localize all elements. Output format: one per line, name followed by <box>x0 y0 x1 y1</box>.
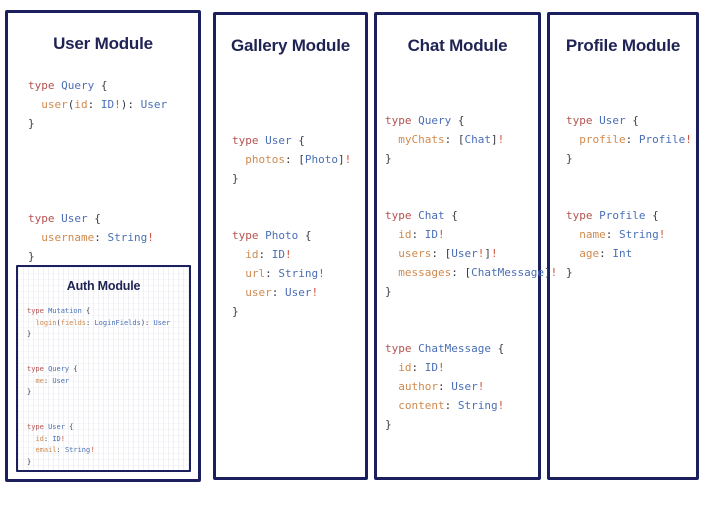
module-title-chat: Chat Module <box>407 36 508 55</box>
module-panel-auth[interactable]: Auth Module type Mutation { login(fields… <box>16 265 191 472</box>
schema-code-profile: type User { profile: Profile! } type Pro… <box>566 114 692 279</box>
schema-code-gallery: type User { photos: [Photo]! } type Phot… <box>232 134 352 318</box>
schema-code-auth: type Mutation { login(fields: LoginField… <box>27 307 171 466</box>
module-panel-profile[interactable]: Profile Module type User { profile: Prof… <box>547 12 699 480</box>
module-title-auth: Auth Module <box>66 279 141 293</box>
module-panel-chat[interactable]: Chat Module type Query { myChats: [Chat]… <box>374 12 558 480</box>
schema-code-user: type Query { user(id: ID!): User } type … <box>28 79 168 263</box>
module-title-user: User Module <box>53 34 153 53</box>
schema-code-chat: type Query { myChats: [Chat]! } type Cha… <box>385 114 558 431</box>
module-panel-user[interactable]: User Module type Query { user(id: ID!): … <box>5 10 201 482</box>
module-title-gallery: Gallery Module <box>230 36 351 55</box>
module-panel-gallery[interactable]: Gallery Module type User { photos: [Phot… <box>213 12 368 480</box>
module-title-profile: Profile Module <box>565 36 681 55</box>
